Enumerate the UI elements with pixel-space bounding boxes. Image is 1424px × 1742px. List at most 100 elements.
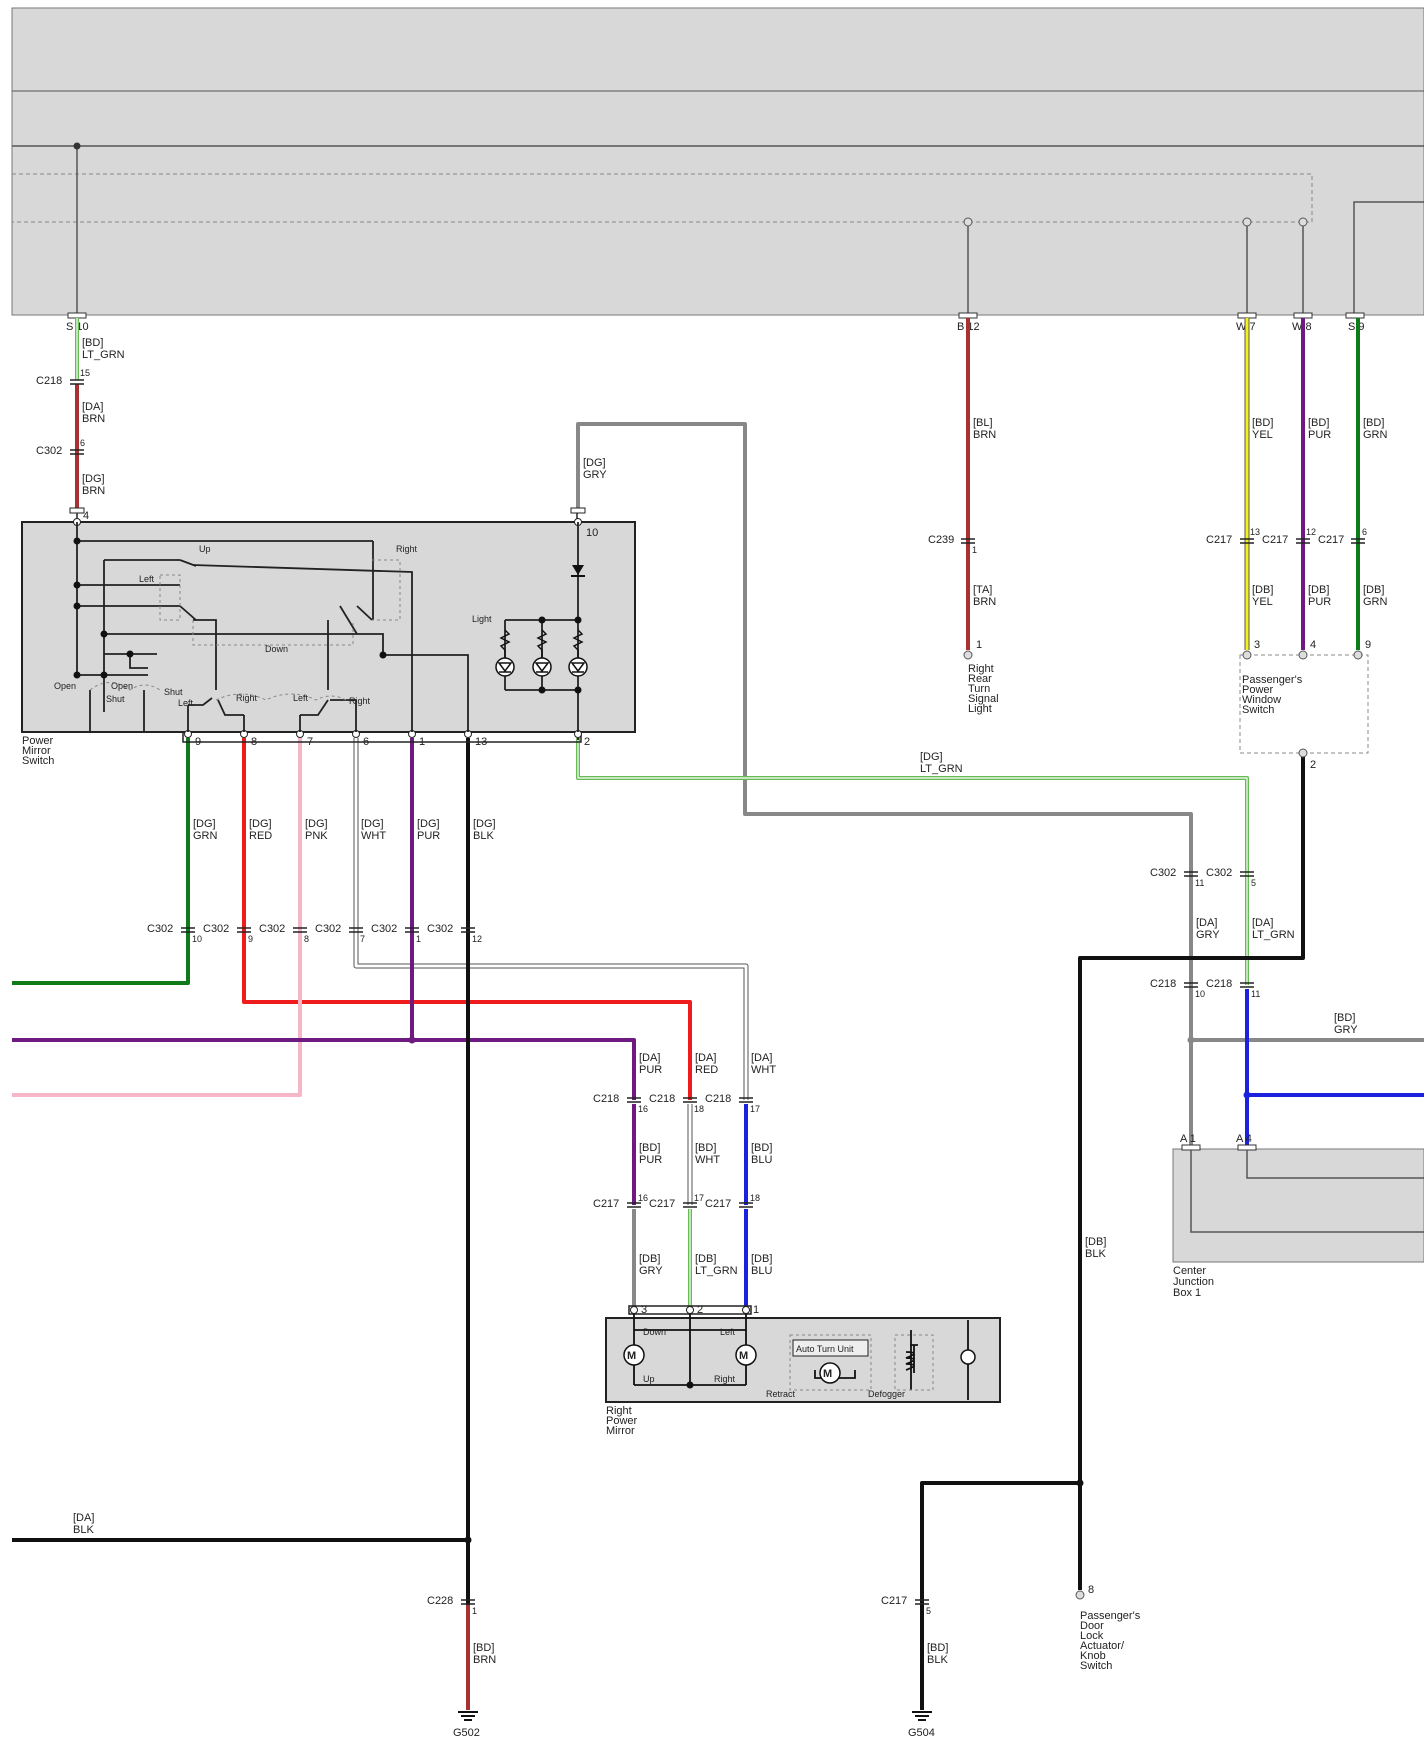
connector-c302-7: C302 (315, 923, 341, 935)
right-rear-turn-signal-label: Right Rear Turn Signal Light (968, 663, 1002, 715)
pin-1: 1 (419, 736, 425, 748)
svg-text:[BD]GRY: [BD]GRY (1334, 1012, 1358, 1036)
svg-text:Left: Left (139, 574, 155, 584)
svg-text:M: M (739, 1350, 748, 1362)
svg-text:[DB]YEL: [DB]YEL (1252, 584, 1273, 608)
connector-pin: 7 (360, 934, 365, 944)
svg-text:[BD]LT_GRN: [BD]LT_GRN (82, 337, 125, 361)
svg-text:Retract: Retract (766, 1389, 796, 1399)
svg-text:[BD]PUR: [BD]PUR (1308, 417, 1331, 441)
connector-pin: 16 (638, 1193, 648, 1203)
connector-pin: 5 (1251, 878, 1256, 888)
pin-pdl-8: 8 (1088, 1584, 1094, 1596)
pin-13: 13 (475, 736, 487, 748)
svg-text:Up: Up (199, 544, 211, 554)
connector-marks (70, 379, 1365, 1605)
passenger-door-lock-label: Passenger's Door Lock Actuator/ Knob Swi… (1080, 1610, 1143, 1672)
connector-c302-8: C302 (259, 923, 285, 935)
pin-pws-2: 2 (1310, 759, 1316, 771)
svg-text:Left: Left (720, 1327, 736, 1337)
connector-c302-10: C302 (147, 923, 173, 935)
svg-text:[BD]BLK: [BD]BLK (927, 1642, 948, 1666)
svg-text:M: M (823, 1368, 832, 1380)
center-junction-box: Center Junction Box 1 (1172, 1144, 1424, 1299)
power-mirror-switch-label: Power Mirror Switch (22, 735, 56, 767)
connector-c302-5: C302 (1206, 867, 1232, 879)
connector-c218-16: C218 (593, 1093, 619, 1105)
top-panel (11, 7, 1424, 316)
connector-c218-18: C218 (649, 1093, 675, 1105)
svg-text:Shut: Shut (106, 694, 125, 704)
connector-c218-11: C218 (1206, 978, 1232, 990)
svg-text:[DG]RED: [DG]RED (249, 818, 272, 842)
connector-c218-10: C218 (1150, 978, 1176, 990)
svg-text:[DA]GRY: [DA]GRY (1196, 917, 1220, 941)
connector-pin: 12 (472, 934, 482, 944)
svg-text:Open: Open (111, 681, 133, 691)
connector-pin: 18 (750, 1193, 760, 1203)
connector-pin: 1 (972, 545, 977, 555)
connector-c217-18: C217 (705, 1198, 731, 1210)
pin-pws-4: 4 (1310, 639, 1316, 651)
connector-pin: 17 (694, 1193, 704, 1203)
pin-8: 8 (251, 736, 257, 748)
svg-text:Left: Left (178, 698, 194, 708)
wires (12, 318, 1424, 1710)
svg-text:[DA]WHT: [DA]WHT (751, 1052, 776, 1076)
svg-text:[TA]BRN: [TA]BRN (973, 584, 996, 608)
pin-6: 6 (363, 736, 369, 748)
connector-c302-12: C302 (427, 923, 453, 935)
power-mirror-switch: Up Right Left Down Light Open Open Shut … (21, 507, 636, 743)
pin-7: 7 (307, 736, 313, 748)
svg-text:[DG]LT_GRN: [DG]LT_GRN (920, 751, 963, 775)
connector-pin: 15 (80, 368, 90, 378)
svg-text:[DB]GRN: [DB]GRN (1363, 584, 1388, 608)
connector-c218-17: C218 (705, 1093, 731, 1105)
pin-rpm-3: 3 (641, 1304, 647, 1316)
svg-text:[DA]LT_GRN: [DA]LT_GRN (1252, 917, 1295, 941)
connector-c217-13: C217 (1206, 534, 1232, 546)
svg-text:Right: Right (236, 693, 258, 703)
connector-pin: 5 (926, 1606, 931, 1616)
svg-text:Left: Left (293, 693, 309, 703)
svg-text:[BD]YEL: [BD]YEL (1252, 417, 1273, 441)
pin-cjb-a4: A 4 (1236, 1133, 1252, 1145)
svg-text:[DB]LT_GRN: [DB]LT_GRN (695, 1253, 738, 1277)
ground-symbols (458, 1711, 932, 1721)
svg-text:Down: Down (265, 644, 288, 654)
svg-text:Shut: Shut (164, 687, 183, 697)
svg-text:Open: Open (54, 681, 76, 691)
connector-pin: 13 (1250, 527, 1260, 537)
connector-pin: 8 (304, 934, 309, 944)
connector-pin: 17 (750, 1104, 760, 1114)
svg-text:Passenger's Power: Passenger's Power Window Switch (1242, 674, 1305, 716)
connector-pin: 1 (472, 1606, 477, 1616)
pin-rpm-1: 1 (753, 1304, 759, 1316)
svg-text:[DG]WHT: [DG]WHT (361, 818, 386, 842)
svg-text:Down: Down (643, 1327, 666, 1337)
connector-c302-1: C302 (371, 923, 397, 935)
svg-text:[DB]PUR: [DB]PUR (1308, 584, 1331, 608)
svg-text:[DG]PNK: [DG]PNK (305, 818, 328, 842)
right-power-mirror: M M M Down Up Left Right Auto Turn Unit … (605, 1305, 1001, 1403)
connector-c217-16: C217 (593, 1198, 619, 1210)
pin-10: 10 (586, 527, 598, 539)
svg-text:[DB]BLU: [DB]BLU (751, 1253, 772, 1277)
svg-text:[DG]BRN: [DG]BRN (82, 473, 105, 497)
svg-text:[BD]WHT: [BD]WHT (695, 1142, 720, 1166)
connector-c239-1: C239 (928, 534, 954, 546)
connector-c228-1: C228 (427, 1595, 453, 1607)
svg-text:[DG]PUR: [DG]PUR (417, 818, 440, 842)
connector-pin: 11 (1251, 989, 1260, 999)
svg-text:[BL]BRN: [BL]BRN (973, 417, 996, 441)
pin-pws-9: 9 (1365, 639, 1371, 651)
svg-text:[DA]RED: [DA]RED (695, 1052, 718, 1076)
connector-c217-5: C217 (881, 1595, 907, 1607)
pin-rpm-2: 2 (697, 1304, 703, 1316)
svg-text:[BD]BRN: [BD]BRN (473, 1642, 496, 1666)
svg-text:Right: Right (396, 544, 418, 554)
connector-pin: 1 (416, 934, 421, 944)
svg-text:Defogger: Defogger (868, 1389, 905, 1399)
svg-text:[DA]BLK: [DA]BLK (73, 1512, 94, 1536)
